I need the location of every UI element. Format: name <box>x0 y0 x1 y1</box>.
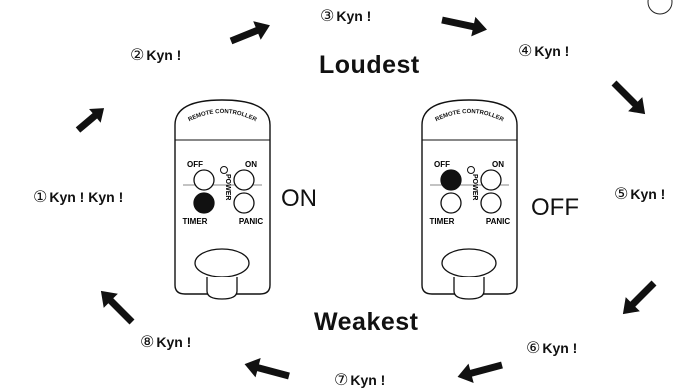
step-text: Kyn ! <box>542 340 578 356</box>
step-text: Kyn ! <box>336 8 372 24</box>
step-text: Kyn ! <box>630 186 666 202</box>
off-label: OFF <box>187 160 203 169</box>
step-text: Kyn ! <box>350 372 386 388</box>
panic-label: PANIC <box>486 217 511 226</box>
circle-icon <box>647 0 673 15</box>
on-label: ON <box>245 160 257 169</box>
step-number: ② <box>130 47 145 64</box>
loudest-label: Loudest <box>319 51 420 79</box>
arrow-5-down-left-icon <box>622 280 657 315</box>
arrow-3-right-icon <box>441 16 487 37</box>
panic-label: PANIC <box>239 217 264 226</box>
remote-controller-2: REMOTE CONTROLLER OFF ON POWER TIMER PAN… <box>421 99 518 300</box>
step-number: ⑧ <box>140 334 155 351</box>
step-text: Kyn ! <box>534 43 570 59</box>
step-8: ⑧ Kyn ! <box>140 332 191 352</box>
step-number: ④ <box>518 43 533 60</box>
remote-1-state-label: ON <box>281 185 317 212</box>
on-label: ON <box>492 160 504 169</box>
step-number: ① <box>33 189 48 206</box>
step-text: Kyn ! <box>146 47 182 63</box>
step-text: Kyn ! Kyn ! <box>49 189 124 205</box>
arrow-7-left-icon <box>244 358 290 380</box>
remote-2-state-label: OFF <box>531 194 579 221</box>
remote-controller-1: REMOTE CONTROLLER OFF ON POWER TIMER PAN… <box>174 99 271 300</box>
step-6: ⑥ Kyn ! <box>526 338 577 358</box>
arrow-1-up-right-icon <box>75 108 105 133</box>
off-button-pressed <box>440 169 462 191</box>
step-4: ④ Kyn ! <box>518 41 569 61</box>
timer-button-pressed <box>193 192 215 214</box>
off-button <box>193 169 215 191</box>
panic-button <box>233 192 255 214</box>
step-1: ① Kyn ! Kyn ! <box>33 187 123 207</box>
power-label: POWER <box>471 174 478 200</box>
panic-button <box>480 192 502 214</box>
step-number: ③ <box>320 8 335 25</box>
power-label: POWER <box>224 174 231 200</box>
step-text: Kyn ! <box>156 334 192 350</box>
arrow-8-up-left-icon <box>100 290 135 325</box>
on-button <box>480 169 502 191</box>
arrow-2-right-icon <box>229 21 270 45</box>
timer-label: TIMER <box>183 217 208 226</box>
on-button <box>233 169 255 191</box>
step-7: ⑦ Kyn ! <box>334 370 385 390</box>
timer-label: TIMER <box>430 217 455 226</box>
step-number: ⑤ <box>614 186 629 203</box>
arrow-4-down-right-icon <box>611 80 646 115</box>
timer-button <box>440 192 462 214</box>
step-3: ③ Kyn ! <box>320 6 371 26</box>
arrow-6-left-icon <box>457 361 503 383</box>
step-5: ⑤ Kyn ! <box>614 184 665 204</box>
step-number: ⑦ <box>334 372 349 389</box>
step-2: ② Kyn ! <box>130 45 181 65</box>
step-number: ⑥ <box>526 340 541 357</box>
weakest-label: Weakest <box>314 308 419 336</box>
off-label: OFF <box>434 160 450 169</box>
